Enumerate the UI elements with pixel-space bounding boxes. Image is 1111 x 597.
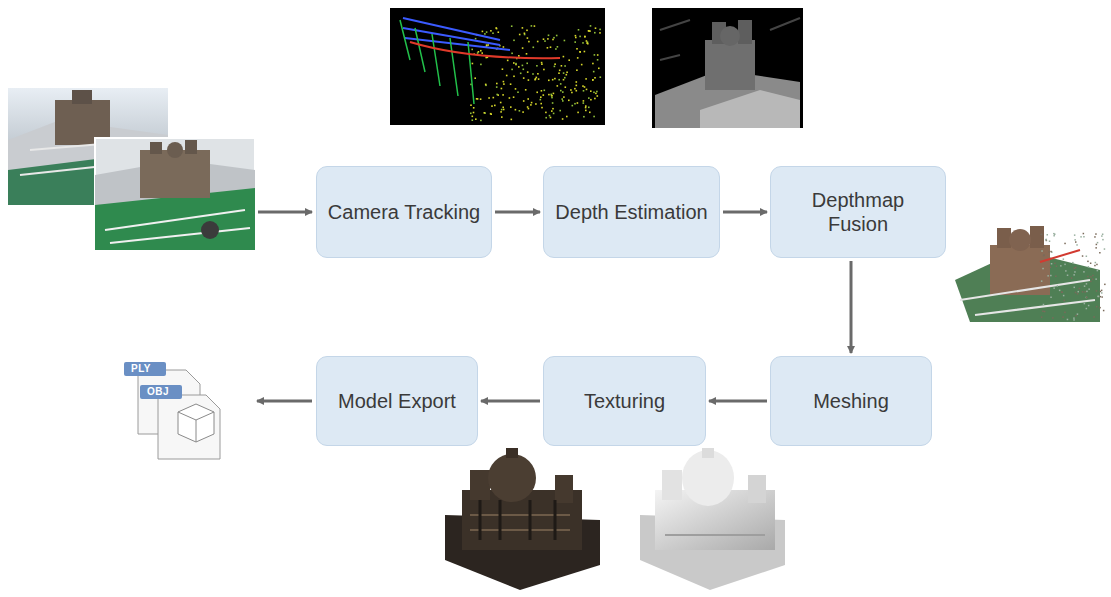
file-icon xyxy=(124,362,220,459)
box-label: Meshing xyxy=(803,389,899,413)
process-box: Depth Estimation xyxy=(543,166,720,258)
input-photo xyxy=(95,138,255,250)
process-box: Meshing xyxy=(770,356,932,446)
process-box: Camera Tracking xyxy=(316,166,492,258)
flow-arrow xyxy=(709,400,767,403)
depth-map xyxy=(652,8,803,128)
mesh-model xyxy=(640,448,785,590)
box-label: Texturing xyxy=(574,389,675,413)
flow-arrow xyxy=(481,400,540,403)
file-format-label: PLY xyxy=(131,363,151,374)
file-format-label: OBJ xyxy=(147,386,169,397)
textured-model xyxy=(445,448,600,590)
box-label: Depthmap Fusion xyxy=(771,188,945,236)
box-label: Model Export xyxy=(328,389,466,413)
process-box: Model Export xyxy=(316,356,478,446)
process-box: Depthmap Fusion xyxy=(770,166,946,258)
flow-arrow xyxy=(495,211,540,214)
flow-arrow xyxy=(723,211,767,214)
output-arrow xyxy=(257,400,312,403)
fused-point-cloud xyxy=(955,226,1106,322)
box-label: Depth Estimation xyxy=(545,200,717,224)
process-box: Texturing xyxy=(543,356,706,446)
box-label: Camera Tracking xyxy=(318,200,490,224)
flow-arrow xyxy=(850,261,853,353)
input-arrow xyxy=(258,211,312,214)
sparse-point-cloud xyxy=(390,8,605,125)
